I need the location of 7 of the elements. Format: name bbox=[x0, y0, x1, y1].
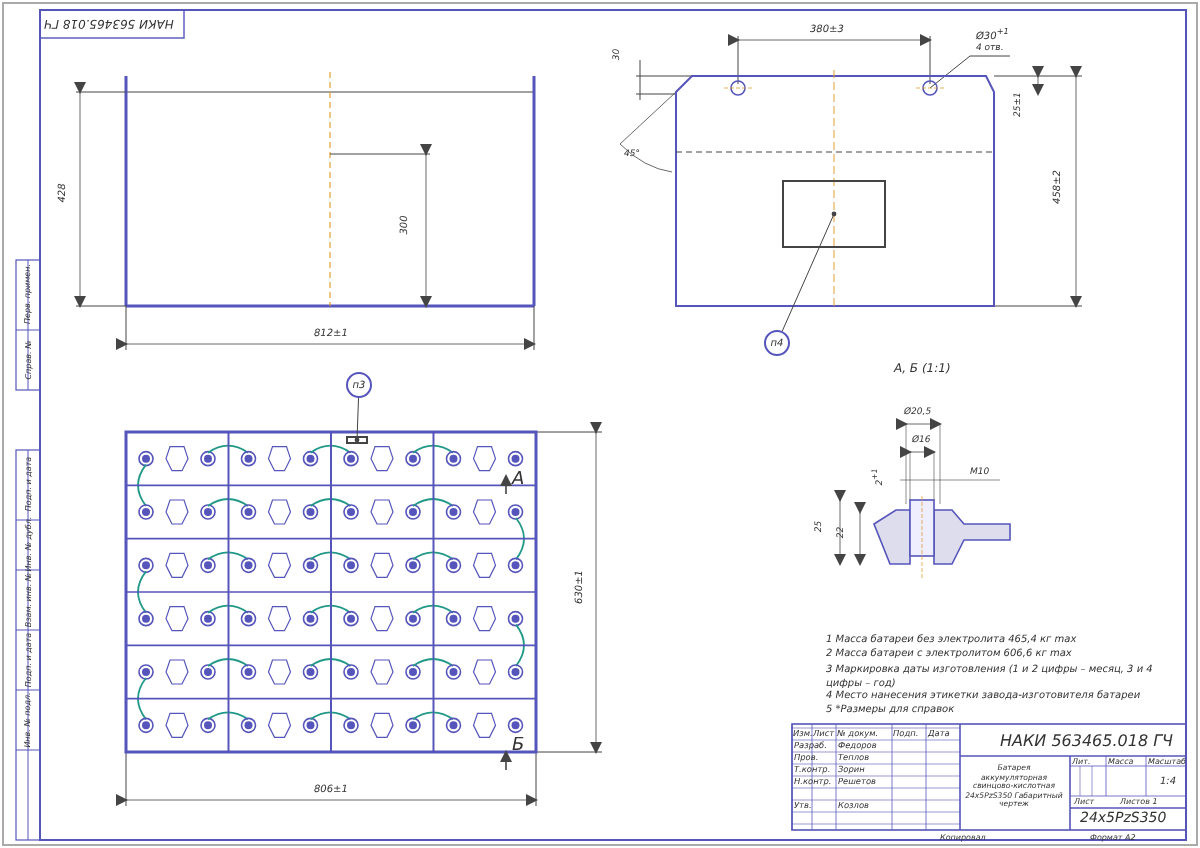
label-area bbox=[346, 436, 368, 444]
leader-line bbox=[354, 397, 360, 443]
view-letter: А bbox=[512, 472, 525, 490]
label-area bbox=[782, 180, 886, 248]
drawing-number: НАКИ 563465.018 ГЧ bbox=[1000, 734, 1174, 750]
leader-line bbox=[781, 211, 837, 332]
view-letter: Б bbox=[512, 738, 525, 756]
